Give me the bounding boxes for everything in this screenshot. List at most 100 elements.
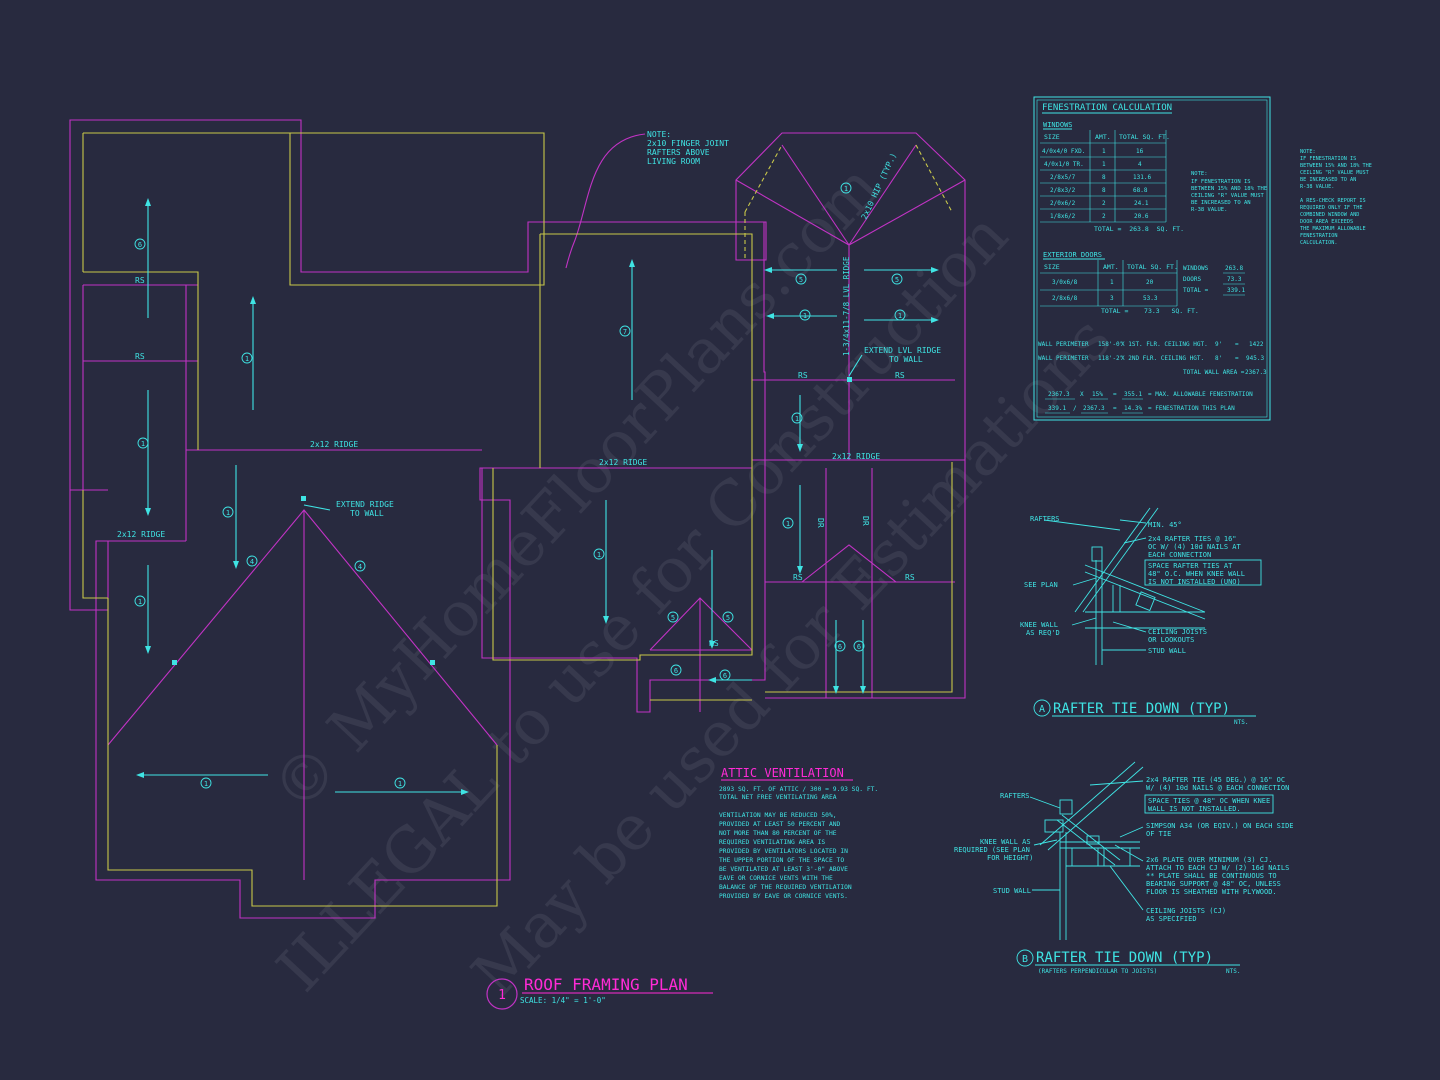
detail-a-ceiling-2: OR LOOKOUTS — [1148, 636, 1194, 644]
window-row-5-amt: 2 — [1102, 200, 1106, 207]
calc1-b: 15% — [1092, 391, 1103, 398]
marker-1: 1 — [803, 312, 807, 320]
middle-note-2: IF FENESTRATION IS — [1191, 179, 1251, 185]
side-note-line: IF FENESTRATION IS — [1300, 156, 1356, 162]
wall2-perimeter: 118'-2" — [1098, 355, 1123, 362]
door-row-2-size: 2/8x6/8 — [1052, 295, 1078, 302]
side-note-line: COMBINED WINDOW AND — [1300, 212, 1359, 218]
attic-body: EAVE OR CORNICE VENTS WITH THE — [719, 875, 833, 882]
marker-6: 6 — [723, 672, 727, 680]
detail-b-plate-2: ATTACH TO EACH CJ W/ (2) 16d NAILS — [1146, 864, 1289, 872]
wall2-result: 945.3 — [1246, 355, 1264, 362]
calc1-a: 2367.3 — [1048, 391, 1070, 398]
summary-doors-value: 73.3 — [1227, 276, 1242, 283]
side-note-line: CEILING "R" VALUE MUST — [1300, 170, 1369, 176]
marker-4: 4 — [250, 558, 254, 566]
window-row-5-total: 24.1 — [1134, 200, 1149, 207]
summary-total-value: 339.1 — [1227, 287, 1245, 294]
window-row-2-amt: 1 — [1102, 161, 1106, 168]
detail-b-knee-wall-2: REQUIRED (SEE PLAN — [954, 846, 1030, 854]
middle-note-1: NOTE: — [1191, 171, 1208, 177]
window-row-4-total: 68.8 — [1133, 187, 1148, 194]
attic-body: BALANCE OF THE REQUIRED VENTILATION — [719, 884, 852, 891]
detail-b-simpson-1: SIMPSON A34 (OR EQIV.) ON EACH SIDE — [1146, 822, 1294, 830]
calc2-a: 339.1 — [1048, 405, 1066, 412]
detail-a-ceiling-1: CEILING JOISTS — [1148, 628, 1207, 636]
middle-note-4: CEILING "R" VALUE MUST — [1191, 193, 1265, 199]
calc1-desc: = MAX. ALLOWABLE FENESTRATION — [1148, 391, 1253, 398]
marker-5: 5 — [671, 614, 675, 622]
calc2-op: / — [1073, 405, 1077, 412]
wall1-perimeter: 158'-0" — [1098, 341, 1123, 348]
wall1-height: 9' — [1215, 341, 1222, 348]
detail-a-min: MIN. 45° — [1148, 521, 1182, 529]
window-row-6-size: 1/8x6/2 — [1050, 213, 1076, 220]
rs-label: RS — [905, 573, 915, 582]
calc2-eq: = — [1113, 405, 1117, 412]
windows-header-amt: AMT. — [1095, 133, 1111, 141]
summary-windows-label: WINDOWS — [1183, 265, 1209, 272]
marker-1: 1 — [141, 440, 145, 448]
windows-total: TOTAL = 263.8 SQ. FT. — [1094, 225, 1184, 233]
extend-lvl-line-1: EXTEND LVL RIDGE — [864, 346, 941, 355]
detail-b-marker: B — [1022, 954, 1028, 965]
finger-joint-note-4: LIVING ROOM — [647, 157, 700, 166]
rs-label: RS — [793, 573, 803, 582]
door-row-1-size: 3/0x6/8 — [1052, 279, 1078, 286]
calc2-desc: = FENESTRATION THIS PLAN — [1148, 405, 1235, 412]
detail-b-space-1: SPACE TIES @ 48" OC WHEN KNEE — [1148, 797, 1270, 805]
wall1-height-label: X 1ST. FLR. CEILING HGT. — [1121, 341, 1208, 348]
rs-label: RS — [135, 352, 145, 361]
marker-1: 1 — [898, 312, 902, 320]
side-note-line: BE INCREASED TO AN — [1300, 177, 1356, 183]
attic-body: PROVIDED BY VENTILATORS LOCATED IN — [719, 848, 848, 855]
detail-b-plate-5: FLOOR IS SHEATHED WITH PLYWOOD. — [1146, 888, 1277, 896]
marker-5: 5 — [895, 276, 899, 284]
watermark: © MyHomeFloorPlans.com ILLEGAL to use fo… — [258, 150, 1125, 1010]
summary-doors-label: DOORS — [1183, 276, 1201, 283]
window-row-2-total: 4 — [1138, 161, 1142, 168]
marker-1: 1 — [786, 520, 790, 528]
plan-title: ROOF FRAMING PLAN — [524, 975, 688, 994]
detail-a-ties-1: 2x4 RAFTER TIES @ 16" — [1148, 535, 1237, 543]
window-row-3-amt: 8 — [1102, 174, 1106, 181]
fenestration-table: FENESTRATION CALCULATION WINDOWS SIZE AM… — [1033, 96, 1271, 421]
wall2-height: 8' — [1215, 355, 1222, 362]
detail-a-rafter-tie-down: RAFTERS SEE PLAN KNEE WALL AS REQ'D MIN.… — [1020, 507, 1262, 726]
marker-7: 7 — [623, 328, 627, 336]
detail-b-knee-wall-1: KNEE WALL AS — [980, 838, 1031, 846]
detail-a-title: RAFTER TIE DOWN (TYP) — [1053, 701, 1230, 717]
doors-header-amt: AMT. — [1103, 263, 1119, 271]
rs-label: RS — [895, 371, 905, 380]
detail-b-space-2: WALL IS NOT INSTALLED. — [1148, 805, 1241, 813]
marker-1: 1 — [245, 355, 249, 363]
window-row-6-total: 20.6 — [1134, 213, 1149, 220]
door-row-2-total: 53.3 — [1143, 295, 1158, 302]
marker-6: 6 — [838, 643, 842, 651]
finger-joint-note-1: NOTE: — [647, 130, 671, 139]
detail-a-rafters: RAFTERS — [1030, 515, 1060, 523]
side-note-line: DOOR AREA EXCEEDS — [1300, 219, 1353, 225]
window-row-3-size: 2/8x5/7 — [1050, 174, 1076, 181]
marker-1: 1 — [844, 185, 848, 193]
plan-number: 1 — [498, 988, 506, 1003]
middle-note-3: BETWEEN 15% AND 18% THE — [1191, 186, 1267, 192]
detail-b-plate-1: 2x6 PLATE OVER MINIMUM (3) CJ. — [1146, 856, 1272, 864]
detail-a-space-1: SPACE RAFTER TIES AT — [1148, 562, 1233, 570]
side-note-line: REQUIRED ONLY IF THE — [1300, 205, 1362, 211]
detail-a-marker: A — [1039, 704, 1045, 715]
attic-body: VENTILATION MAY BE REDUCED 50%, — [719, 812, 837, 819]
attic-ventilation: ATTIC VENTILATION 2893 SQ. FT. OF ATTIC … — [719, 766, 878, 900]
wall1-equals: = — [1235, 341, 1239, 348]
door-row-1-total: 20 — [1146, 279, 1154, 286]
attic-body: PROVIDED BY EAVE OR CORNICE VENTS. — [719, 893, 848, 900]
marker-6: 6 — [857, 643, 861, 651]
window-row-5-size: 2/0x6/2 — [1050, 200, 1076, 207]
wall2-label: WALL PERIMETER — [1038, 355, 1089, 362]
window-row-2-size: 4/0x1/0 TR. — [1044, 161, 1084, 168]
dr-label: DR — [816, 518, 825, 528]
detail-b-plate-4: BEARING SUPPORT @ 48" OC, UNLESS — [1146, 880, 1281, 888]
side-note-line: R-38 VALUE. — [1300, 184, 1334, 190]
detail-a-nts: NTS. — [1234, 719, 1248, 726]
